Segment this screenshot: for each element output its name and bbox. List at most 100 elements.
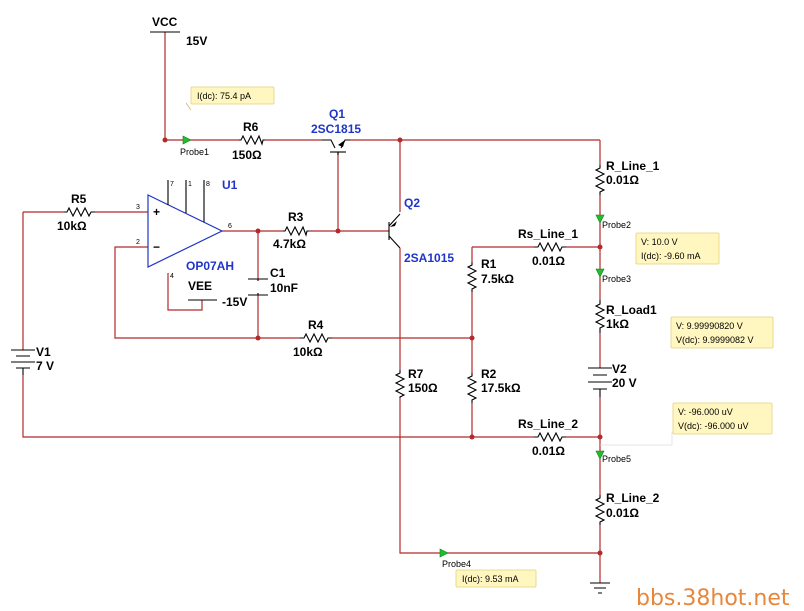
v1-ref: V1 (36, 345, 51, 359)
voltage-source-v1[interactable]: V1 7 V (11, 345, 54, 375)
ground-symbol (590, 582, 610, 594)
probe2-note-box (635, 232, 720, 265)
probe-4[interactable]: Probe4 I(dc): 9.53 mA (439, 548, 537, 588)
q2-ref: Q2 (404, 196, 420, 210)
resistor-r4[interactable]: R4 10kΩ (293, 318, 332, 359)
r5-ref: R5 (71, 192, 87, 206)
r-line-1-zigzag (594, 165, 606, 195)
r-load1-value: 1kΩ (606, 317, 629, 331)
probe-1[interactable]: Probe1 I(dc): 75.4 pA (180, 86, 275, 157)
probe3-line-2: V(dc): 9.9999082 V (676, 335, 754, 345)
transistor-q2[interactable]: Q2 2SA1015 (388, 196, 454, 265)
probe1-name: Probe1 (180, 147, 209, 157)
r-line-1-value: 0.01Ω (606, 173, 639, 187)
v1-value: 7 V (36, 359, 54, 373)
resistor-r5-zigzag (64, 206, 95, 218)
resistor-r5[interactable]: R5 10kΩ (57, 192, 95, 233)
capacitor-c1[interactable]: C1 10nF (248, 266, 298, 296)
resistor-r2[interactable]: R2 17.5kΩ (466, 367, 521, 403)
resistor-r-line-2[interactable]: R_Line_2 0.01Ω (594, 491, 660, 525)
q2-emitter-arrow (390, 221, 397, 227)
junction-dot (469, 335, 475, 341)
resistor-r-load1[interactable]: R_Load1 1kΩ (594, 300, 657, 333)
probe-5[interactable]: Probe5 V: -96.000 uV V(dc): -96.000 uV (595, 402, 773, 464)
r-load1-ref: R_Load1 (606, 303, 657, 317)
probe-2[interactable]: Probe2 V: 10.0 V I(dc): -9.60 mA (595, 214, 720, 265)
voltage-source-v2[interactable]: V2 20 V (588, 362, 637, 397)
opamp-u1[interactable]: 7 1 8 3 2 6 4 + − U1 OP07AH (136, 178, 238, 280)
junction-dot (597, 434, 603, 440)
probe4-note-box (455, 569, 537, 588)
r5-value: 10kΩ (57, 219, 87, 233)
r2-ref: R2 (481, 367, 497, 381)
r6-value: 150Ω (232, 148, 262, 162)
probe5-note-box (672, 402, 773, 435)
probe-flag-icon (595, 268, 605, 278)
r-line-2-value: 0.01Ω (606, 506, 639, 520)
v2-ref: V2 (612, 362, 627, 376)
probe2-name: Probe2 (602, 220, 631, 230)
rs-line-2-value: 0.01Ω (532, 444, 565, 458)
junction-dot (397, 137, 403, 143)
c1-ref: C1 (270, 266, 286, 280)
junction-dot (597, 244, 603, 250)
c1-value: 10nF (270, 281, 298, 295)
pin-2-label: 2 (136, 239, 140, 246)
rs-line-2-ref: Rs_Line_2 (518, 417, 578, 431)
vee-symbol[interactable]: VEE -15V (188, 279, 247, 309)
pin-7-label: 7 (170, 181, 174, 188)
probe1-note-box (190, 86, 275, 105)
r1-value: 7.5kΩ (481, 272, 514, 286)
resistor-r2-zigzag (466, 373, 478, 403)
junction-dot (597, 550, 603, 556)
probe3-line-1: V: 9.99990820 V (676, 321, 743, 331)
rs-line-1-ref: Rs_Line_1 (518, 227, 578, 241)
r4-value: 10kΩ (293, 345, 323, 359)
resistor-rs-line-2[interactable]: Rs_Line_2 0.01Ω (518, 417, 578, 458)
resistor-r7-zigzag (394, 370, 406, 398)
junction-dot (162, 137, 168, 143)
vee-value: -15V (222, 295, 247, 309)
pin-3-label: 3 (136, 204, 140, 211)
watermark: bbs.38hot.net (636, 586, 790, 611)
probe-3[interactable]: Probe3 V: 9.99990820 V V(dc): 9.9999082 … (595, 268, 774, 349)
junction-dot (255, 228, 261, 234)
rs-line-1-value: 0.01Ω (532, 254, 565, 268)
transistor-q1[interactable]: Q1 2SC1815 (311, 107, 361, 155)
vcc-symbol[interactable]: VCC 15V (150, 15, 207, 48)
probe3-name: Probe3 (602, 274, 631, 284)
probe-flag-icon (595, 214, 605, 224)
r-load1-zigzag (594, 300, 606, 333)
r2-value: 17.5kΩ (481, 381, 521, 395)
pin-8-label: 8 (206, 181, 210, 188)
resistor-rs-line-1[interactable]: Rs_Line_1 0.01Ω (518, 227, 578, 268)
probe2-line-2: I(dc): -9.60 mA (641, 251, 701, 261)
resistor-r-line-1[interactable]: R_Line_1 0.01Ω (594, 159, 660, 195)
resistor-r7[interactable]: R7 150Ω (394, 367, 438, 398)
r1-ref: R1 (481, 257, 497, 271)
probe-flag-icon (439, 548, 449, 558)
junction-dot (335, 228, 341, 234)
probe5-name: Probe5 (602, 454, 631, 464)
pin-1-label: 1 (188, 181, 192, 188)
resistor-r3[interactable]: R3 4.7kΩ (273, 210, 309, 251)
u1-ref: U1 (222, 178, 238, 192)
junctions (162, 137, 603, 556)
resistor-r1[interactable]: R1 7.5kΩ (466, 257, 514, 292)
resistor-r6[interactable]: R6 150Ω (232, 120, 265, 162)
resistor-r4-zigzag (300, 332, 332, 344)
resistor-r6-zigzag (239, 134, 265, 146)
v2-value: 20 V (612, 376, 637, 390)
probe2-line-1: V: 10.0 V (641, 237, 678, 247)
vcc-label: VCC (152, 15, 178, 29)
vcc-value: 15V (186, 34, 207, 48)
q1-ref: Q1 (329, 107, 345, 121)
q2-part: 2SA1015 (404, 251, 454, 265)
rs-line-2-zigzag (534, 431, 566, 443)
junction-dot (255, 335, 261, 341)
probe-flag-icon (182, 135, 192, 145)
pin-4-label: 4 (170, 273, 174, 280)
pin-6-label: 6 (228, 223, 232, 230)
r7-ref: R7 (408, 367, 424, 381)
